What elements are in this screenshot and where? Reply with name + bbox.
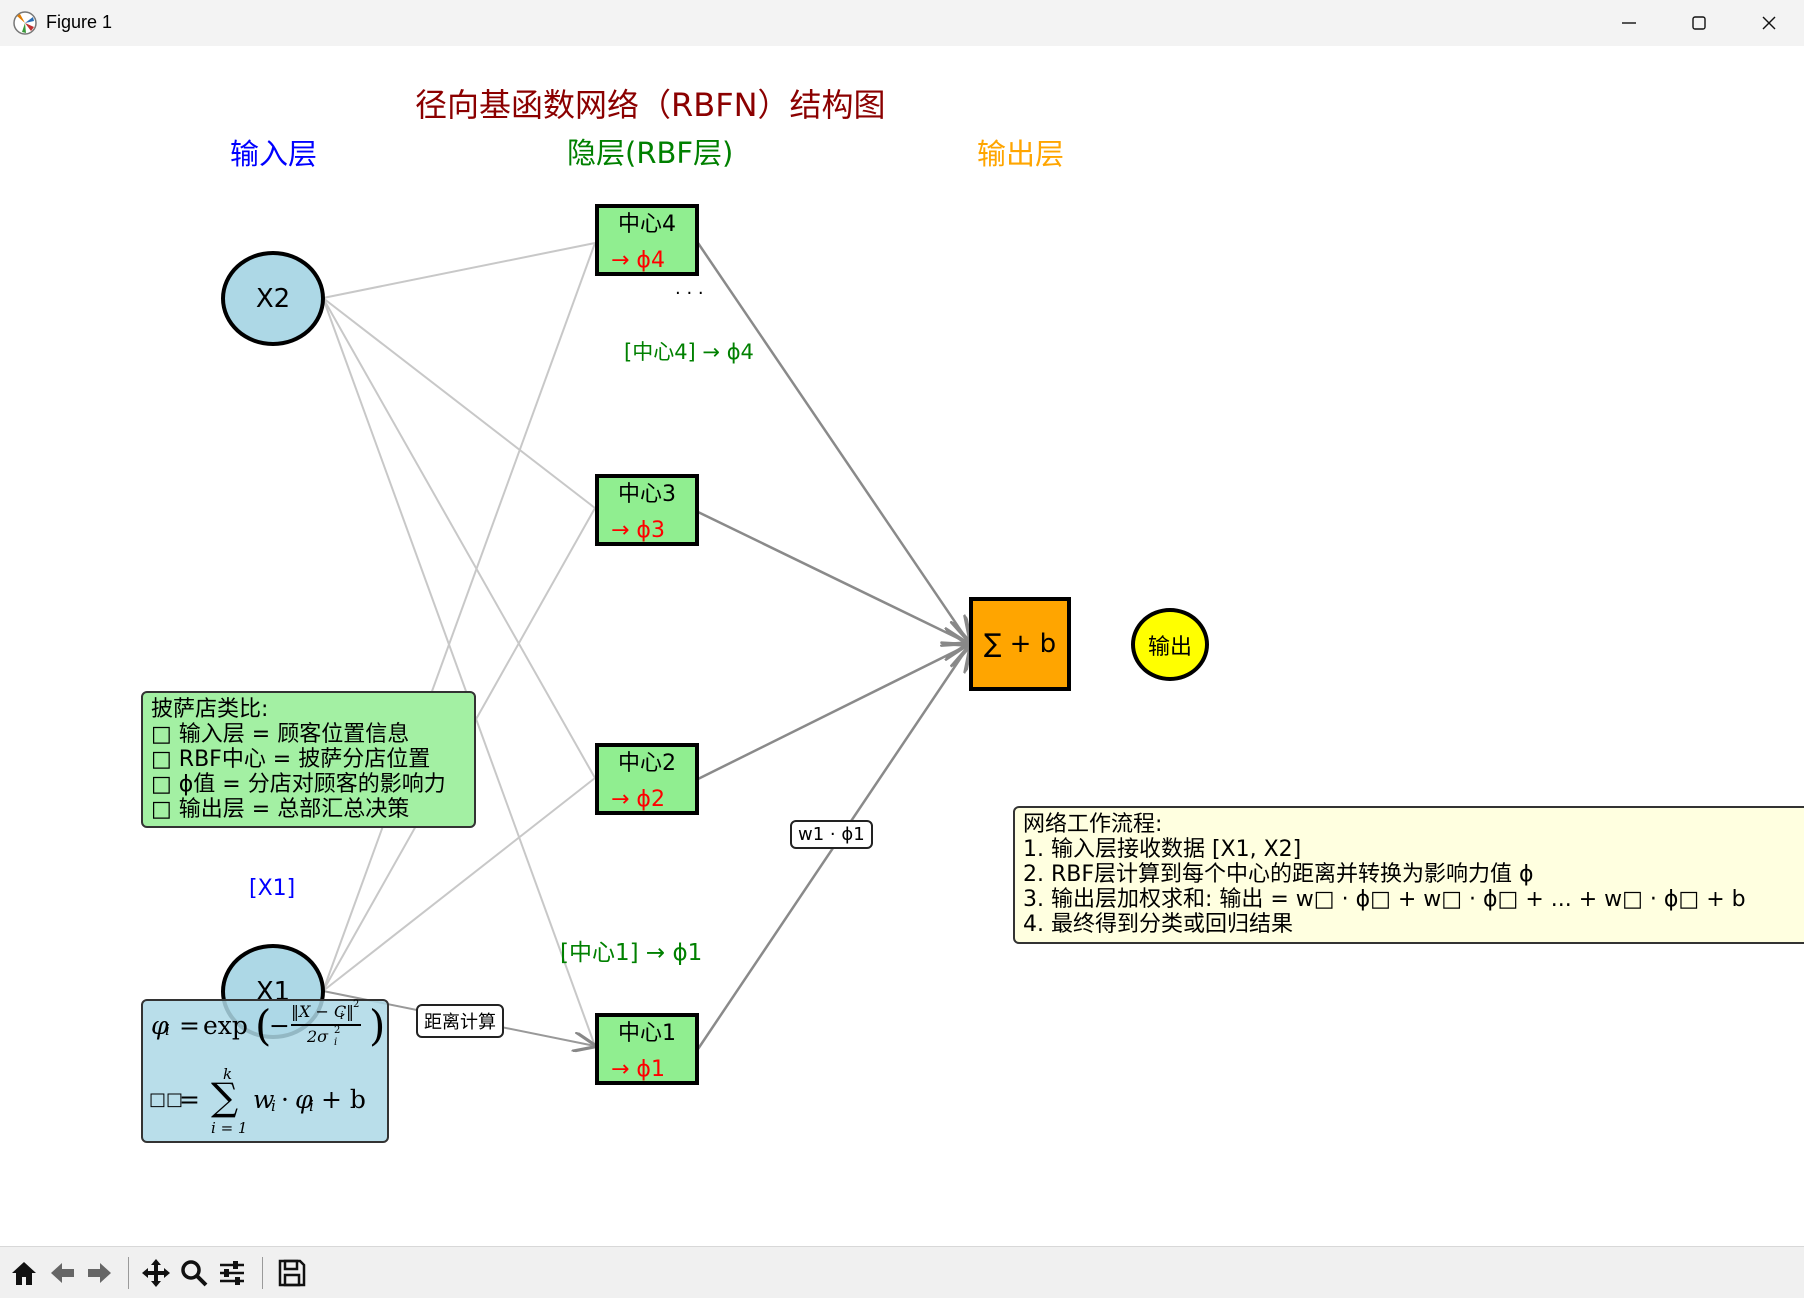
sum-node: ∑ + b [969,597,1071,691]
rbf-center-1-name: 中心1 [618,1021,676,1046]
zoom-button[interactable] [176,1255,212,1291]
home-button[interactable] [6,1255,42,1291]
rbf-center-4-phi: → ϕ4 [611,248,665,273]
input-node-x2-label: X2 [255,283,291,314]
workflow-step-1: 1. 输入层接收数据 [X1, X2] [1023,837,1302,862]
rbf-center-2-name: 中心2 [618,751,676,776]
output-layer-label: 输出层 [977,137,1065,171]
input-layer-label: 输入层 [230,137,318,171]
pan-button[interactable] [138,1255,174,1291]
workflow-step-3: 3. 输出层加权求和: 输出 = w□ · ϕ□ + w□ · ϕ□ + ...… [1023,887,1746,912]
rbf-center-2-phi: → ϕ2 [611,787,665,812]
link-x2-c2 [322,297,596,779]
analogy-line-2: □ RBF中心 = 披萨分店位置 [151,747,431,772]
input-hidden-links [322,242,596,1047]
toolbar-separator [262,1257,263,1289]
minimize-icon [1622,22,1636,24]
link-x2-c1 [322,297,596,1047]
sliders-icon [220,1261,244,1285]
figure-canvas: 径向基函数网络（RBFN）结构图 输入层 隐层(RBF层) 输出层 X2 X1 … [0,46,1804,1246]
output-node: 输出 [1131,608,1209,681]
toolbar-separator [128,1257,129,1289]
save-button[interactable] [274,1255,310,1291]
sum-node-label: ∑ + b [983,629,1057,659]
rbf-center-4-name: 中心4 [618,212,676,237]
link-x2-c4 [322,242,596,299]
arrow-left-icon [51,1263,74,1283]
close-icon [1762,16,1776,30]
move-icon [142,1259,170,1287]
link-x1-c4 [322,242,596,992]
output-node-label: 输出 [1147,634,1192,660]
input-node-x2: X2 [221,251,325,346]
link-c4-sum [696,242,970,644]
link-c3-sum [697,510,970,644]
center1-annotation: [中心1] → ϕ1 [560,940,703,966]
minimize-button[interactable] [1594,0,1664,46]
home-icon [12,1262,36,1285]
workflow-box: 网络工作流程: 1. 输入层接收数据 [X1, X2] 2. RBF层计算到每个… [1013,806,1804,944]
navigation-toolbar [0,1246,1804,1298]
rbf-center-1: 中心1 → ϕ1 [595,1013,699,1085]
analogy-line-1: □ 输入层 = 顾客位置信息 [151,722,410,747]
arrow-right-icon [88,1263,111,1283]
maximize-button[interactable] [1664,0,1734,46]
rbf-center-1-phi: → ϕ1 [611,1057,665,1082]
window-title: Figure 1 [46,12,113,32]
diagram-title: 径向基函数网络（RBFN）结构图 [415,86,886,124]
input-bracket-label: [X1] [249,876,296,901]
analogy-title: 披萨店类比: [151,697,269,722]
rbf-center-4: 中心4 → ϕ4 [595,204,699,276]
workflow-title: 网络工作流程: [1023,812,1163,837]
workflow-step-4: 4. 最终得到分类或回归结果 [1023,912,1293,937]
back-button[interactable] [44,1255,80,1291]
window-titlebar: Figure 1 [0,0,1804,47]
rbf-center-2: 中心2 → ϕ2 [595,743,699,815]
weight-label: w1 · ϕ1 [790,820,873,849]
formula-box: φ i = exp ( − ‖X − C i ‖ 2 2σ 2 i ) □□ =… [141,999,389,1143]
pizza-analogy-box: 披萨店类比: □ 输入层 = 顾客位置信息 □ RBF中心 = 披萨分店位置 □… [141,691,476,828]
analogy-line-3: □ ϕ值 = 分店对顾客的影响力 [151,772,446,797]
maximize-icon [1692,16,1706,30]
centers-ellipsis: . . . [675,278,704,299]
link-x2-c3 [322,297,596,509]
center4-annotation: [中心4] → ϕ4 [624,340,754,364]
link-x1-c2 [322,777,596,992]
distance-calc-label: 距离计算 [416,1004,504,1038]
rbf-center-3-name: 中心3 [618,482,676,507]
configure-subplots-button[interactable] [214,1255,250,1291]
rbf-center-3: 中心3 → ϕ3 [595,474,699,546]
rbf-center-3-phi: → ϕ3 [611,518,665,543]
close-button[interactable] [1734,0,1804,46]
hidden-layer-label: 隐层(RBF层) [567,136,734,170]
magnifier-icon [181,1260,208,1287]
link-c2-sum [697,644,970,781]
workflow-step-2: 2. RBF层计算到每个中心的距离并转换为影响力值 ϕ [1023,862,1534,887]
floppy-disk-icon [278,1259,306,1287]
forward-button[interactable] [82,1255,118,1291]
analogy-line-4: □ 输出层 = 总部汇总决策 [151,797,410,822]
matplotlib-app-icon [13,11,37,35]
